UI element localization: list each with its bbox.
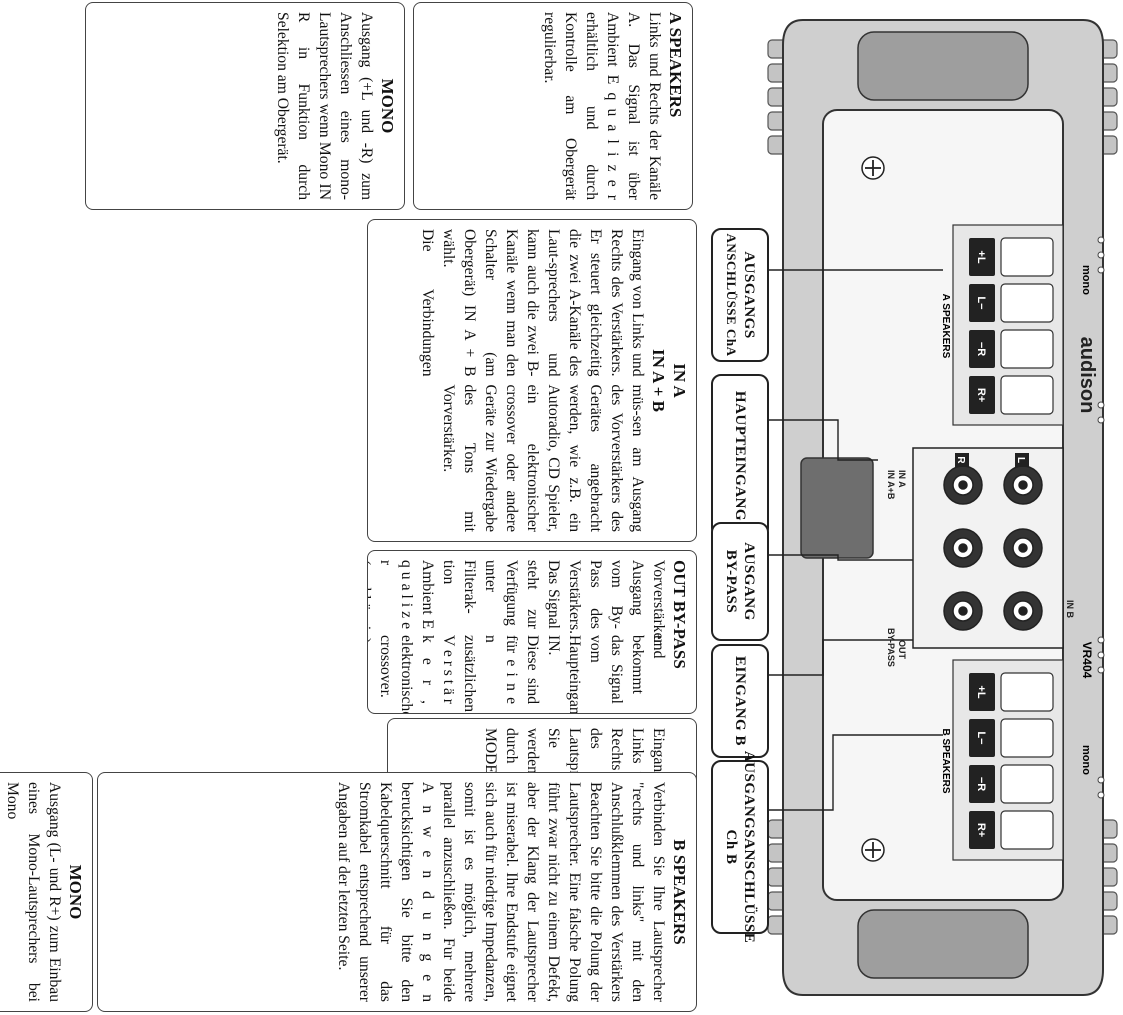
a-speakers-box: A SPEAKERS Links und Rechts der Kanäle A… — [413, 2, 693, 210]
a-terminal-label: −R — [975, 342, 987, 356]
header-eingang-b: EINGANG B — [711, 644, 769, 758]
in-b-diagram-label: IN B — [1065, 600, 1075, 619]
b-speakers-main-box: B SPEAKERS Verbinden Sie Ihre Lautsprech… — [97, 772, 697, 1012]
rca-r-label: R — [955, 456, 966, 464]
a-terminal-label: +L — [975, 250, 987, 263]
side-rib-left — [857, 31, 1029, 101]
mono-b-box: MONO Ausgang (L- und R+) zum Einbau eine… — [0, 772, 93, 1012]
brand-logo: audison — [1076, 337, 1098, 414]
header-haupteingang: HAUPTEINGANG — [711, 374, 769, 538]
side-rib-right — [857, 909, 1029, 979]
screw-icon-right — [861, 838, 885, 862]
in-ab-label: IN A+B — [886, 470, 896, 500]
mono-label-a: mono — [1080, 265, 1092, 295]
a-speaker-terminal-block: +L L− −R R+ A SPEAKERS mono audison — [940, 224, 1098, 426]
model-label: VR404 — [1080, 642, 1094, 679]
indicator-leds — [1097, 236, 1105, 799]
mono-a-box: MONO Ausgang (+L und -R) zum Anschliesse… — [85, 2, 405, 210]
a-terminal-label: L− — [975, 296, 987, 309]
amplifier-diagram: +L L− −R R+ A SPEAKERS mono audison — [763, 19, 1118, 996]
b-speakers-label: B SPEAKERS — [940, 728, 951, 793]
a-speakers-label: A SPEAKERS — [940, 294, 951, 359]
b-speaker-terminal-block: +L L− −R R+ B SPEAKERS mono VR404 — [940, 642, 1094, 861]
out-bypass-box: OUT BY-PASS Vorverstärker Ausgang vom By… — [367, 550, 697, 714]
screw-icon-left — [861, 156, 885, 180]
in-a-box: IN A IN A + B Eingang von Links und Rech… — [367, 219, 697, 542]
rca-connectors: L R IN A IN A+B IN B OUT BY-PASS — [886, 447, 1075, 667]
callout-leader-lines — [763, 269, 943, 811]
b-terminal-label: L− — [975, 731, 987, 744]
b-terminal-label: +L — [975, 685, 987, 698]
rca-l-label: L — [1015, 457, 1026, 463]
a-terminal-label: R+ — [975, 388, 987, 402]
mono-label-b: mono — [1080, 745, 1092, 775]
b-terminal-label: R+ — [975, 823, 987, 837]
center-badge — [800, 457, 874, 559]
out-diagram-label: OUT — [897, 640, 907, 660]
bypass-diagram-label: BY-PASS — [886, 628, 896, 667]
in-a-label: IN A — [897, 470, 907, 488]
b-terminal-label: −R — [975, 777, 987, 791]
